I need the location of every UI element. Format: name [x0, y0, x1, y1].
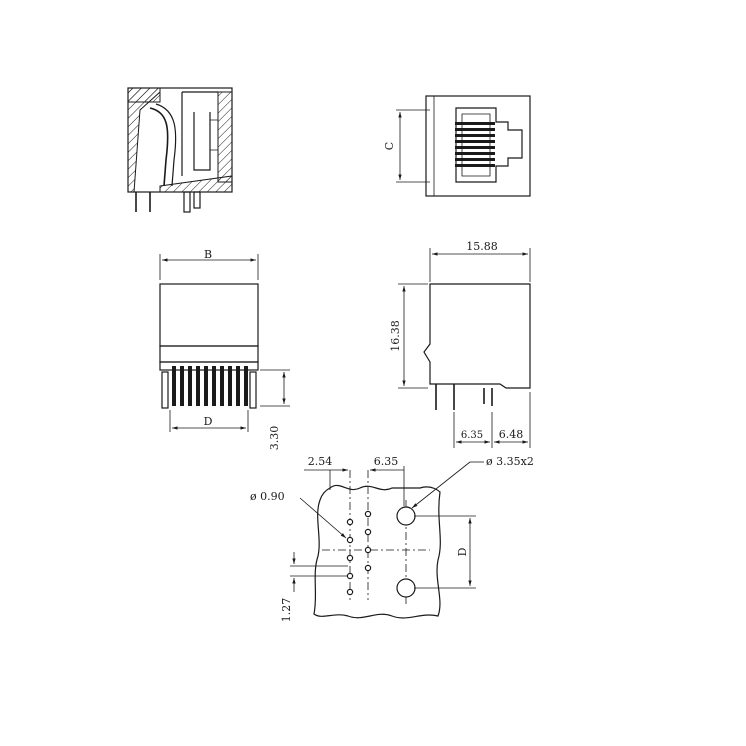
section-view — [127, 87, 233, 213]
dim-d-label: D — [204, 415, 213, 428]
mount-hole-bottom — [396, 578, 416, 598]
pin-hole-label: ø 0.90 — [250, 490, 285, 503]
dim-d-pcb-label: D — [456, 547, 469, 556]
dim-330-label: 3.30 — [268, 426, 281, 451]
front-view: B D 3.30 — [159, 248, 290, 451]
contact-fingers — [455, 122, 495, 167]
dim-b-label: B — [204, 248, 212, 261]
front-pins — [172, 366, 248, 406]
side-view: 15.88 16.38 6.35 6.48 — [389, 240, 531, 448]
dim-127-label: 1.27 — [280, 598, 293, 623]
pcb-footprint: 2.54 6.35 ø 3.35x2 ø 0.90 D 1.27 — [250, 455, 534, 622]
dim-635-side-label: 6.35 — [461, 430, 483, 441]
pin-holes — [346, 510, 372, 596]
dim-254-label: 2.54 — [308, 455, 333, 468]
dim-c-label: C — [383, 142, 396, 150]
dim-648-label: 6.48 — [499, 428, 524, 441]
mount-hole-label: ø 3.35x2 — [486, 455, 534, 468]
dim-1588-label: 15.88 — [466, 240, 498, 253]
dim-1638-label: 16.38 — [389, 320, 402, 352]
mount-hole-top — [396, 506, 416, 526]
face-view: C — [383, 95, 531, 197]
dim-635-pcb-label: 6.35 — [374, 455, 399, 468]
